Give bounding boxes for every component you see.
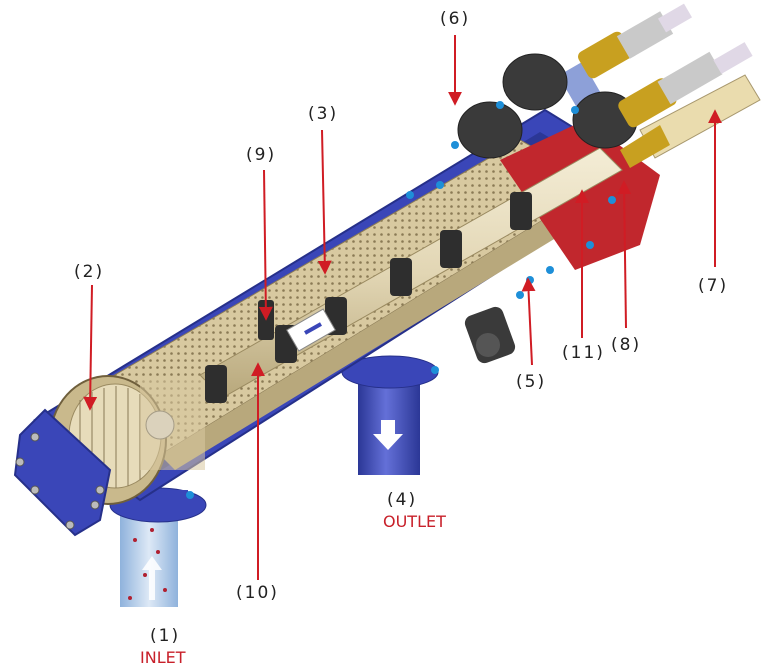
callout-8-label: (8) <box>611 335 642 355</box>
front-flange <box>13 408 112 537</box>
callout-1-label: (1) <box>150 626 181 646</box>
arrow-5 <box>521 277 536 366</box>
callout-4-sub: OUTLET <box>383 512 446 531</box>
callout-2-label: (2) <box>74 262 105 282</box>
callout-1-sub: INLET <box>140 648 186 667</box>
hydraulic-piston <box>620 74 761 168</box>
callout-arrows <box>83 35 722 580</box>
arrow-2 <box>83 284 98 411</box>
outlet-pipe <box>341 355 439 475</box>
callout-9-label: (9) <box>246 145 277 165</box>
arrow-3 <box>317 129 332 275</box>
suction-scanner <box>199 147 623 403</box>
flushing-valves <box>457 3 753 159</box>
control-filter <box>464 306 516 364</box>
arrow-8 <box>617 180 632 329</box>
callout-4-label: (4) <box>387 490 418 510</box>
callout-7-label: (7) <box>698 276 729 296</box>
callout-10-label: (10) <box>236 583 279 603</box>
callout-5-label: (5) <box>516 372 547 392</box>
arrow-9 <box>258 169 273 321</box>
callout-11-label: (11) <box>562 343 605 363</box>
callout-3-label: (3) <box>308 104 339 124</box>
inlet-pipe <box>109 487 207 607</box>
callout-6-label: (6) <box>440 9 471 29</box>
